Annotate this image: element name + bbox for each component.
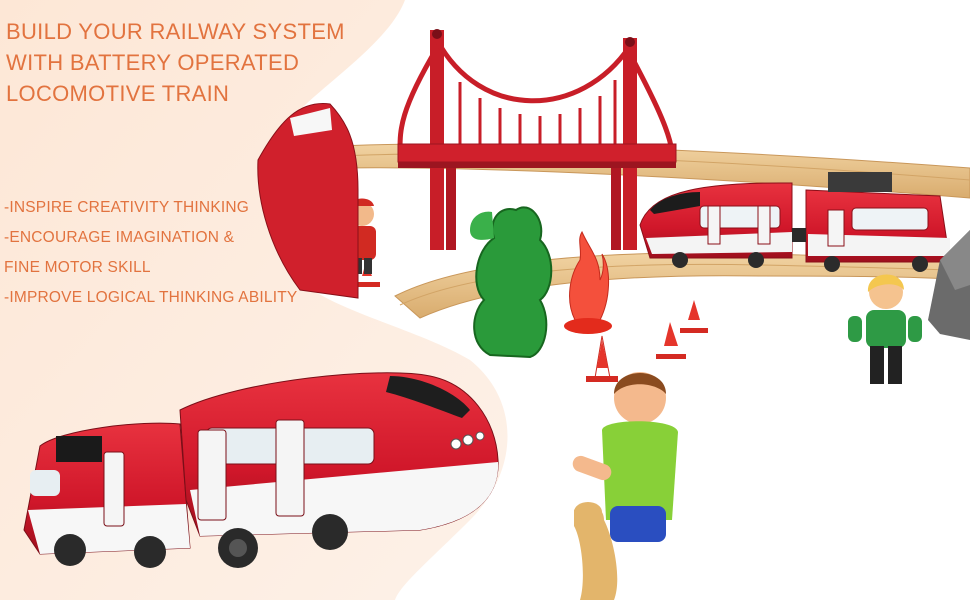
train-foreground — [23, 372, 499, 568]
red-building-block — [257, 103, 359, 299]
headline-line: LOCOMOTIVE TRAIN — [6, 81, 230, 106]
traffic-cone — [680, 298, 708, 333]
feature-item: -IMPROVE LOGICAL THINKING ABILITY — [4, 289, 298, 306]
headline: BUILD YOUR RAILWAY SYSTEM WITH BATTERY O… — [6, 16, 366, 109]
feature-item: -INSPIRE CREATIVITY THINKING — [4, 199, 250, 216]
headline-line: WITH BATTERY OPERATED — [6, 50, 300, 75]
rock — [928, 230, 970, 340]
feature-item: FINE MOTOR SKILL — [4, 259, 151, 276]
traffic-cone — [586, 335, 618, 382]
feature-item: -ENCOURAGE IMAGINATION & — [4, 229, 235, 246]
play-figure — [572, 372, 678, 542]
play-figure — [848, 274, 922, 384]
headline-line: BUILD YOUR RAILWAY SYSTEM — [6, 19, 345, 44]
feature-list: -INSPIRE CREATIVITY THINKING -ENCOURAGE … — [4, 193, 324, 313]
flame-piece — [564, 230, 612, 334]
train-background — [639, 172, 951, 272]
tree — [470, 206, 553, 359]
suspension-bridge — [397, 29, 677, 250]
dog-figure — [574, 502, 618, 600]
text-panel: BUILD YOUR RAILWAY SYSTEM WITH BATTERY O… — [0, 0, 360, 320]
traffic-cone — [656, 320, 686, 359]
